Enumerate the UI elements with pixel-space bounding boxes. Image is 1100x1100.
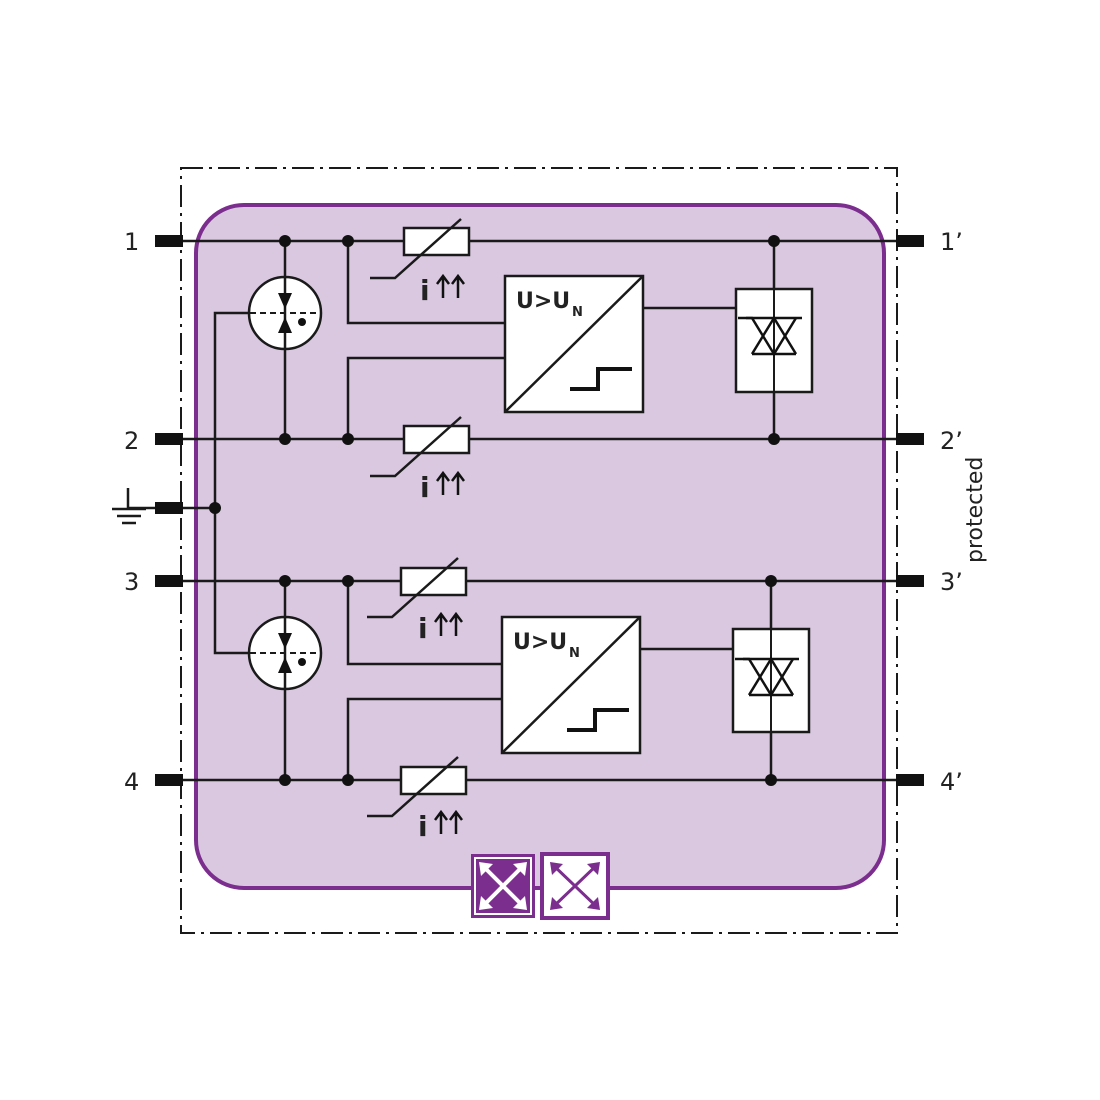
comparator-label: U>U [516, 289, 570, 314]
comparator-label: U>U [513, 630, 567, 655]
gas-discharge-tube-icon [247, 615, 323, 691]
terminal-label-2: 2 [124, 427, 139, 455]
junction-ground [209, 502, 221, 514]
svg-text:i: i [418, 612, 428, 645]
terminal-label-4: 4 [124, 768, 139, 796]
tvs-diode-icon [731, 627, 811, 734]
comparator-sublabel: N [572, 305, 583, 320]
channel-bottom-junctions [279, 575, 777, 786]
varistor-icon: i [370, 218, 471, 307]
terminal-pads [155, 235, 924, 786]
svg-text:i: i [418, 810, 428, 843]
terminal-label-2-out: 2’ [940, 427, 963, 455]
expand-arrows-icon [540, 852, 610, 920]
terminal-label-3: 3 [124, 568, 139, 596]
comparator-sublabel: N [569, 646, 580, 661]
terminal-label-3-out: 3’ [940, 568, 963, 596]
varistor-icon: i [370, 416, 471, 504]
terminal-label-4-out: 4’ [940, 768, 963, 796]
svg-text:i: i [420, 274, 430, 307]
varistor-icon: i [367, 756, 468, 843]
channel-top-junctions [279, 235, 780, 445]
comparator-block-bottom: U>U N [500, 615, 642, 755]
ground-icon [112, 488, 155, 525]
step-function-icon [570, 367, 632, 391]
svg-text:i: i [420, 471, 430, 504]
terminal-label-1-out: 1’ [940, 228, 963, 256]
protected-label: protected [963, 457, 988, 563]
varistor-icon: i [367, 557, 468, 645]
comparator-block-top: U>U N [503, 274, 645, 414]
gas-discharge-tube-icon [247, 275, 323, 351]
expand-arrows-icon [471, 854, 535, 918]
tvs-diode-icon [734, 287, 814, 394]
terminal-label-1: 1 [124, 228, 139, 256]
step-function-icon [567, 708, 629, 732]
